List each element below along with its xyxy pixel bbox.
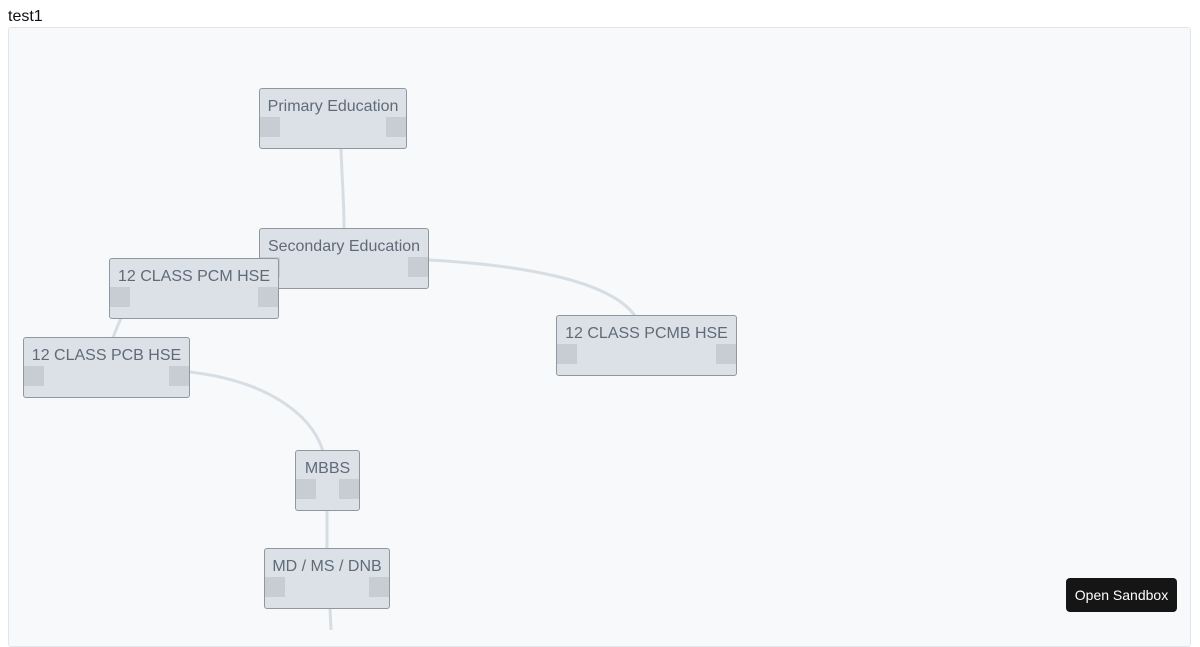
open-sandbox-button[interactable]: Open Sandbox	[1066, 578, 1177, 612]
node-label: MBBS	[304, 460, 351, 477]
input-port[interactable]	[296, 479, 316, 499]
output-port[interactable]	[369, 577, 389, 597]
node-label: 12 CLASS PCB HSE	[31, 347, 182, 364]
output-port[interactable]	[339, 479, 359, 499]
node-mbbs[interactable]: MBBS	[295, 450, 360, 511]
page-title: test1	[8, 8, 43, 25]
node-label: Secondary Education	[267, 238, 421, 255]
node-label: 12 CLASS PCM HSE	[117, 268, 271, 285]
node-md-ms-dnb[interactable]: MD / MS / DNB	[264, 548, 390, 609]
node-label: 12 CLASS PCMB HSE	[565, 325, 728, 342]
node-label: Primary Education	[267, 98, 399, 115]
output-port[interactable]	[169, 366, 189, 386]
node-primary-education[interactable]: Primary Education	[259, 88, 407, 149]
input-port[interactable]	[110, 287, 130, 307]
output-port[interactable]	[386, 117, 406, 137]
node-12-class-pcm-hse[interactable]: 12 CLASS PCM HSE	[109, 258, 279, 319]
output-port[interactable]	[258, 287, 278, 307]
input-port[interactable]	[260, 117, 280, 137]
node-label: MD / MS / DNB	[272, 558, 382, 575]
output-port[interactable]	[716, 344, 736, 364]
input-port[interactable]	[24, 366, 44, 386]
node-12-class-pcmb-hse[interactable]: 12 CLASS PCMB HSE	[556, 315, 737, 376]
input-port[interactable]	[557, 344, 577, 364]
node-12-class-pcb-hse[interactable]: 12 CLASS PCB HSE	[23, 337, 190, 398]
output-port[interactable]	[408, 257, 428, 277]
input-port[interactable]	[265, 577, 285, 597]
node-secondary-education[interactable]: Secondary Education	[259, 228, 429, 289]
